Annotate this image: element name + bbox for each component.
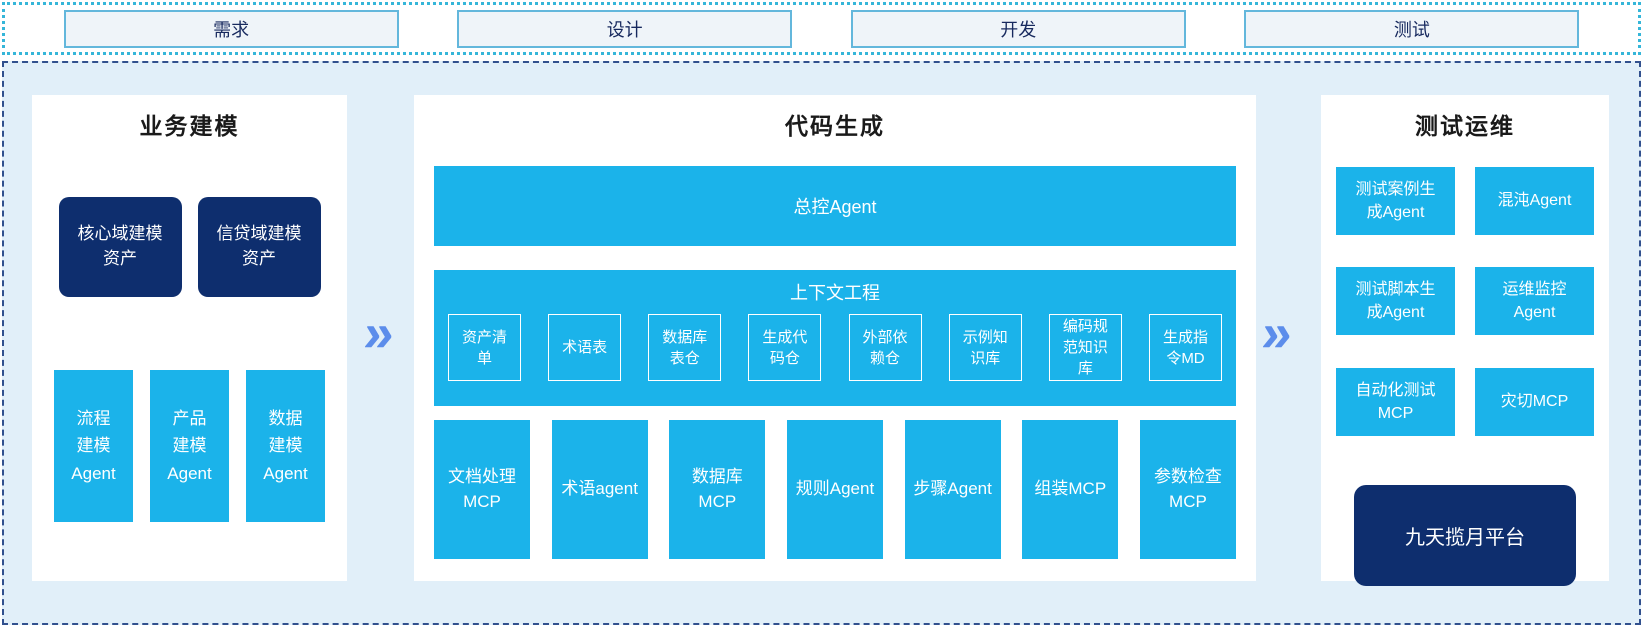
lifecycle-stage-bar: 需求 设计 开发 测试: [2, 2, 1641, 55]
stage-development: 开发: [850, 9, 1186, 48]
modeling-asset-row: 核心域建模 资产 信贷域建模 资产: [32, 197, 347, 297]
codegen-agent-mcp-row: 文档处理 MCP 术语agent 数据库 MCP 规则Agent 步骤Agent…: [434, 420, 1236, 559]
stage-testing: 测试: [1244, 9, 1580, 48]
chaos-agent-box: 混沌Agent: [1475, 167, 1594, 235]
panel-title: 测试运维: [1415, 113, 1515, 139]
jiutian-lanyue-platform-box: 九天揽月平台: [1354, 485, 1576, 586]
data-modeling-agent-box: 数据 建模 Agent: [246, 370, 325, 522]
param-check-mcp-box: 参数检查 MCP: [1139, 420, 1236, 559]
asset-list-box: 资产清 单: [448, 314, 521, 381]
modeling-agent-row: 流程 建模 Agent 产品 建模 Agent 数据 建模 Agent: [32, 370, 347, 522]
panel-code-generation: 代码生成 总控Agent 上下文工程 资产清 单 术语表 数据库 表仓 生成代 …: [414, 95, 1256, 581]
db-table-repo-box: 数据库 表仓: [648, 314, 722, 381]
double-chevron-right-icon: »: [1258, 303, 1296, 363]
context-resource-row: 资产清 单 术语表 数据库 表仓 生成代 码仓 外部依 赖仓 示例知 识库 编码…: [434, 305, 1236, 381]
automated-test-mcp-box: 自动化测试 MCP: [1336, 368, 1455, 436]
rule-agent-box: 规则Agent: [786, 420, 883, 559]
doc-processing-mcp-box: 文档处理 MCP: [434, 420, 530, 559]
testops-row-3: 自动化测试 MCP 灾切MCP: [1321, 368, 1609, 436]
generation-instruction-md-box: 生成指 令MD: [1148, 314, 1222, 381]
process-modeling-agent-box: 流程 建模 Agent: [54, 370, 133, 522]
double-chevron-right-icon: »: [360, 303, 398, 363]
panel-business-modeling: 业务建模 核心域建模 资产 信贷域建模 资产 流程 建模 Agent 产品 建模…: [32, 95, 347, 581]
database-mcp-box: 数据库 MCP: [669, 420, 766, 559]
example-knowledge-base-box: 示例知 识库: [948, 314, 1022, 381]
test-script-gen-agent-box: 测试脚本生 成Agent: [1336, 267, 1455, 335]
stage-label: 设计: [606, 19, 643, 40]
master-agent-label: 总控Agent: [793, 197, 877, 217]
external-deps-repo-box: 外部依 赖仓: [848, 314, 922, 381]
context-engineering-section: 上下文工程 资产清 单 术语表 数据库 表仓 生成代 码仓 外部依 赖仓 示例知…: [434, 270, 1236, 406]
testops-row-1: 测试案例生 成Agent 混沌Agent: [1321, 167, 1609, 235]
stage-label: 测试: [1393, 19, 1430, 40]
generated-code-repo-box: 生成代 码仓: [748, 314, 822, 381]
step-agent-box: 步骤Agent: [904, 420, 1001, 559]
panel-title: 代码生成: [785, 113, 885, 139]
core-domain-asset-box: 核心域建模 资产: [58, 197, 182, 297]
testops-row-2: 测试脚本生 成Agent 运维监控 Agent: [1321, 267, 1609, 335]
stage-label: 需求: [213, 19, 250, 40]
glossary-box: 术语表: [548, 314, 622, 381]
test-case-gen-agent-box: 测试案例生 成Agent: [1336, 167, 1455, 235]
assembly-mcp-box: 组装MCP: [1022, 420, 1119, 559]
stage-label: 开发: [1000, 19, 1037, 40]
coding-standard-kb-box: 编码规 范知识 库: [1048, 314, 1122, 381]
ops-monitor-agent-box: 运维监控 Agent: [1475, 267, 1594, 335]
diagram-canvas: 业务建模 核心域建模 资产 信贷域建模 资产 流程 建模 Agent 产品 建模…: [2, 61, 1641, 625]
product-modeling-agent-box: 产品 建模 Agent: [150, 370, 229, 522]
credit-domain-asset-box: 信贷域建模 资产: [197, 197, 321, 297]
context-engineering-title: 上下文工程: [790, 283, 880, 303]
disaster-switch-mcp-box: 灾切MCP: [1475, 368, 1594, 436]
glossary-agent-box: 术语agent: [551, 420, 648, 559]
stage-requirements: 需求: [63, 9, 399, 48]
master-agent-bar: 总控Agent: [434, 166, 1236, 246]
stage-design: 设计: [457, 9, 793, 48]
panel-title: 业务建模: [139, 113, 240, 139]
panel-test-ops: 测试运维 测试案例生 成Agent 混沌Agent 测试脚本生 成Agent 运…: [1321, 95, 1609, 586]
